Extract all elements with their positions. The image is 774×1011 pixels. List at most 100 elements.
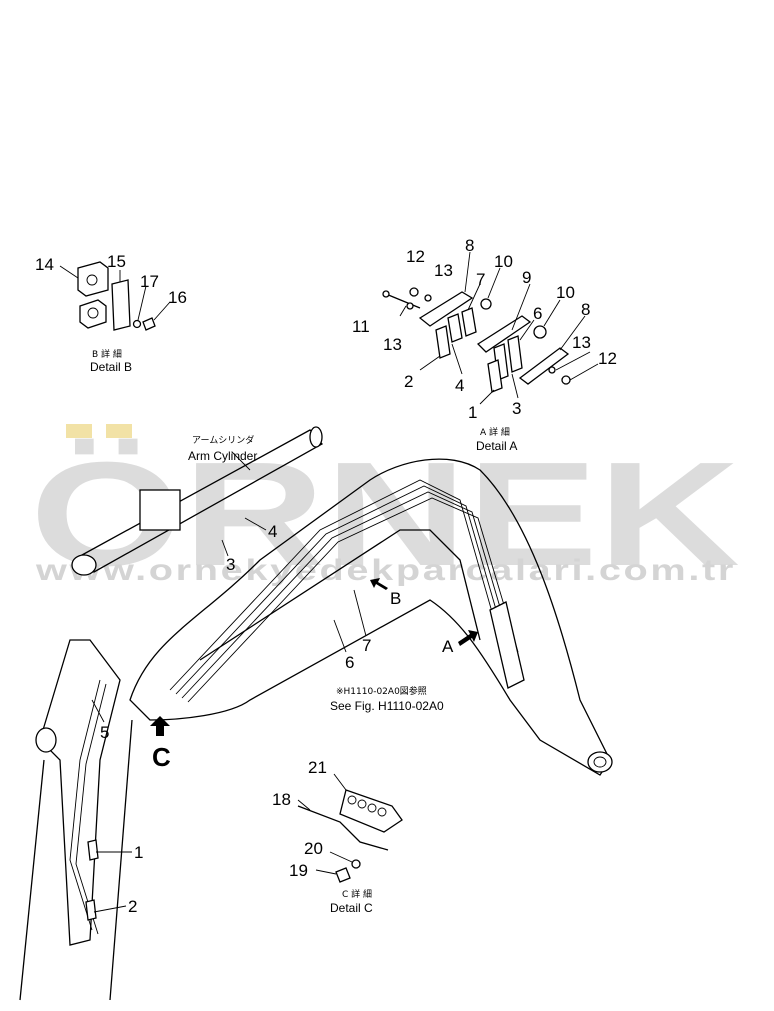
leader-line <box>487 267 501 299</box>
part-number: 8 <box>465 236 474 255</box>
leader-line <box>419 355 441 371</box>
hose <box>181 491 513 699</box>
arm-cylinder-label-jp: アームシリンダ <box>192 434 254 446</box>
part-number: 13 <box>572 333 591 352</box>
bolt-part-11 <box>385 293 421 309</box>
boom-foot-pin-hole <box>593 756 607 768</box>
main-assembly: 4 3 7 6 5 1 2 アームシリンダ Arm Cylinder ※H111… <box>19 426 613 1001</box>
leader-line <box>221 539 229 557</box>
view-c-arrow <box>150 716 170 736</box>
bracket-part-18 <box>297 805 389 851</box>
fitting <box>447 313 463 343</box>
part-number: 16 <box>168 288 187 307</box>
part-number: 20 <box>304 839 323 858</box>
part-number: 4 <box>268 522 277 541</box>
arm-pin <box>35 727 57 753</box>
detail-a-caption-en: Detail A <box>476 439 517 453</box>
leader-line <box>315 869 337 875</box>
watermark-accent <box>106 424 132 438</box>
view-a-arrow <box>458 630 478 646</box>
part-number: 13 <box>383 335 402 354</box>
bracket-part-8 <box>418 291 474 327</box>
clamp-part-14 <box>77 261 109 297</box>
arm-cylinder-end <box>309 426 323 448</box>
part-number: 2 <box>404 372 413 391</box>
leader-line <box>329 851 353 863</box>
arm-side <box>19 759 45 1001</box>
arm-cylinder-label-en: Arm Cylinder <box>188 449 257 463</box>
detail-c: 21 18 20 19 C 詳 細 Detail C <box>272 758 403 915</box>
leader-line <box>153 301 171 321</box>
part-number: 12 <box>406 247 425 266</box>
part-number: 14 <box>35 255 54 274</box>
fitting <box>507 335 523 373</box>
bracket-part-8 <box>518 347 570 385</box>
view-b-arrow <box>370 578 388 590</box>
boom-outline <box>129 458 611 776</box>
bolt-part-12 <box>409 287 419 297</box>
see-fig-label-jp: ※H1110-02A0図参照 <box>336 685 427 697</box>
arm-cylinder-body <box>139 489 181 531</box>
watermark-accent <box>66 424 92 438</box>
part-number: 1 <box>468 403 477 422</box>
cap-part-10 <box>533 325 547 339</box>
leader-line <box>511 373 519 399</box>
block-part-9 <box>476 315 532 353</box>
leader-line <box>137 285 147 321</box>
part-number: 9 <box>522 268 531 287</box>
view-b-label: B <box>390 589 401 608</box>
leader-line <box>353 589 367 637</box>
fitting <box>487 359 503 393</box>
hose <box>69 679 101 931</box>
leader-line <box>59 265 79 279</box>
part-number: 19 <box>289 861 308 880</box>
leader-line <box>464 251 471 293</box>
detail-c-caption-jp: C 詳 細 <box>342 888 372 900</box>
arm-outline <box>39 639 121 946</box>
leader-line <box>543 299 561 327</box>
hose <box>169 479 501 691</box>
block-hole <box>347 795 357 805</box>
hose <box>75 683 107 935</box>
part-number: 12 <box>598 349 617 368</box>
detail-b-caption-en: Detail B <box>90 360 132 374</box>
leader-line <box>333 773 347 791</box>
leader-line <box>333 619 347 653</box>
part-number: 6 <box>533 304 542 323</box>
see-fig-label-en: See Fig. H1110-02A0 <box>330 699 444 713</box>
bolt-head <box>382 290 390 298</box>
block-part-21 <box>339 789 403 833</box>
leader-line <box>451 343 463 375</box>
detail-c-caption-en: Detail C <box>330 901 373 915</box>
block-hole <box>377 807 387 817</box>
detail-a-caption-jp: A 詳 細 <box>480 426 510 438</box>
part-number: 11 <box>352 317 370 336</box>
leader-line <box>479 389 495 405</box>
leader-line <box>519 319 535 341</box>
plate-part-15 <box>111 279 131 331</box>
part-number: 18 <box>272 790 291 809</box>
arm-side <box>109 719 133 1001</box>
leader-line <box>555 351 591 371</box>
leader-line <box>559 315 586 351</box>
leader-line <box>569 363 599 381</box>
leader-line <box>231 451 251 471</box>
washer-part-13 <box>406 302 414 310</box>
part-number: 10 <box>494 252 513 271</box>
boom-inner <box>199 529 481 661</box>
washer-part-13 <box>548 366 556 374</box>
leader-line <box>467 283 481 311</box>
part-number: 10 <box>556 283 575 302</box>
hose-fitting-part-2 <box>85 899 97 921</box>
fitting <box>435 325 451 359</box>
view-c-label: C <box>152 742 171 772</box>
watermark-url: www.ornekyedekparcalari.com.tr <box>35 554 736 587</box>
leader-line <box>511 283 531 331</box>
hose <box>175 485 507 695</box>
block-hole <box>357 799 367 809</box>
bolt-part-16 <box>142 317 156 331</box>
cap-part-10 <box>480 298 492 310</box>
part-number: 17 <box>140 272 159 291</box>
boom-foot-pin <box>587 751 613 773</box>
block-hole <box>367 803 377 813</box>
